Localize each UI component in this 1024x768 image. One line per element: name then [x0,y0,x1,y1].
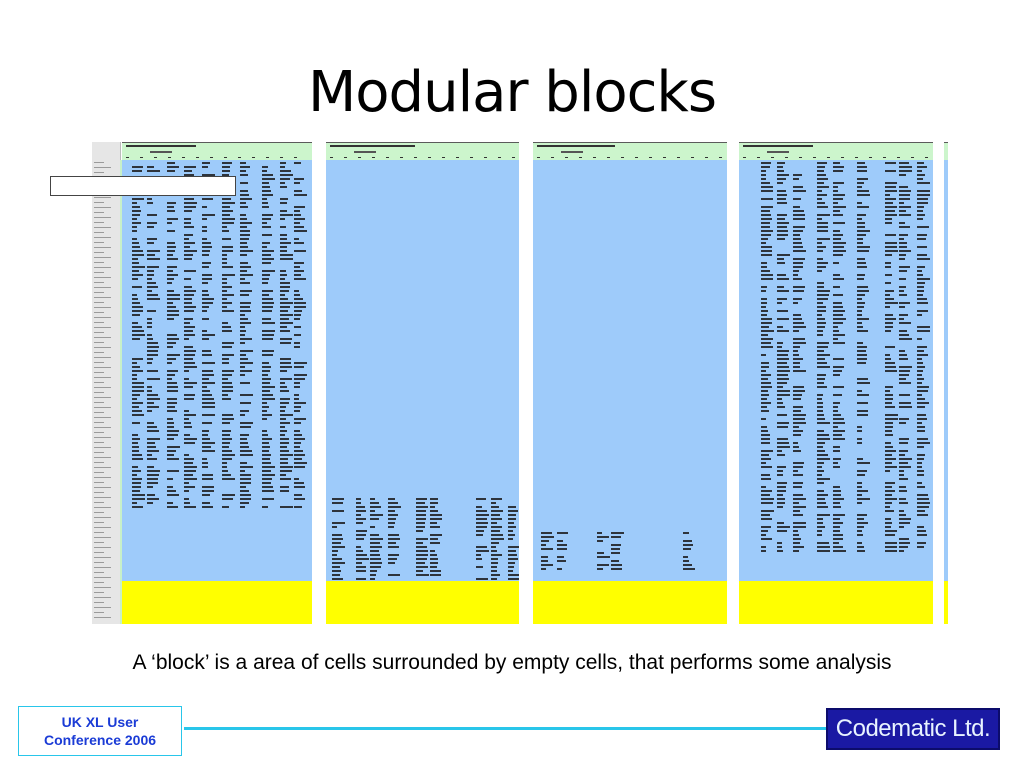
block-body [944,160,948,581]
block-summary-row [533,581,727,624]
comment-box [50,176,236,196]
slide-title: Modular blocks [307,60,717,125]
block-summary-row [944,581,948,624]
block-header [944,142,948,161]
block-3 [533,142,727,624]
block-body [326,160,519,596]
codematic-logo: Codematic Ltd. [826,708,1000,750]
footer-divider [184,727,828,730]
spreadsheet-screenshot [92,142,948,624]
block-header [122,142,312,161]
block-body [122,160,312,581]
block-2 [326,142,519,624]
block-body [739,160,933,581]
conference-line-2: Conference 2006 [43,732,157,748]
block-header [326,142,519,161]
block-1 [122,142,312,624]
label-column [120,160,122,624]
block-header [533,142,727,161]
slide-caption: A ‘block’ is a area of cells surrounded … [132,651,892,674]
block-summary-row [739,581,933,624]
logo-text: Codematic Ltd. [835,715,991,742]
row-headers [92,142,121,624]
block-header [739,142,933,161]
block-5-partial [944,142,948,624]
block-summary-row [122,581,312,624]
conference-line-1: UK XL User [61,714,139,730]
conference-badge: UK XL User Conference 2006 [18,706,182,756]
block-body [533,160,727,581]
block-4 [739,142,933,624]
block-summary-row [326,581,519,624]
